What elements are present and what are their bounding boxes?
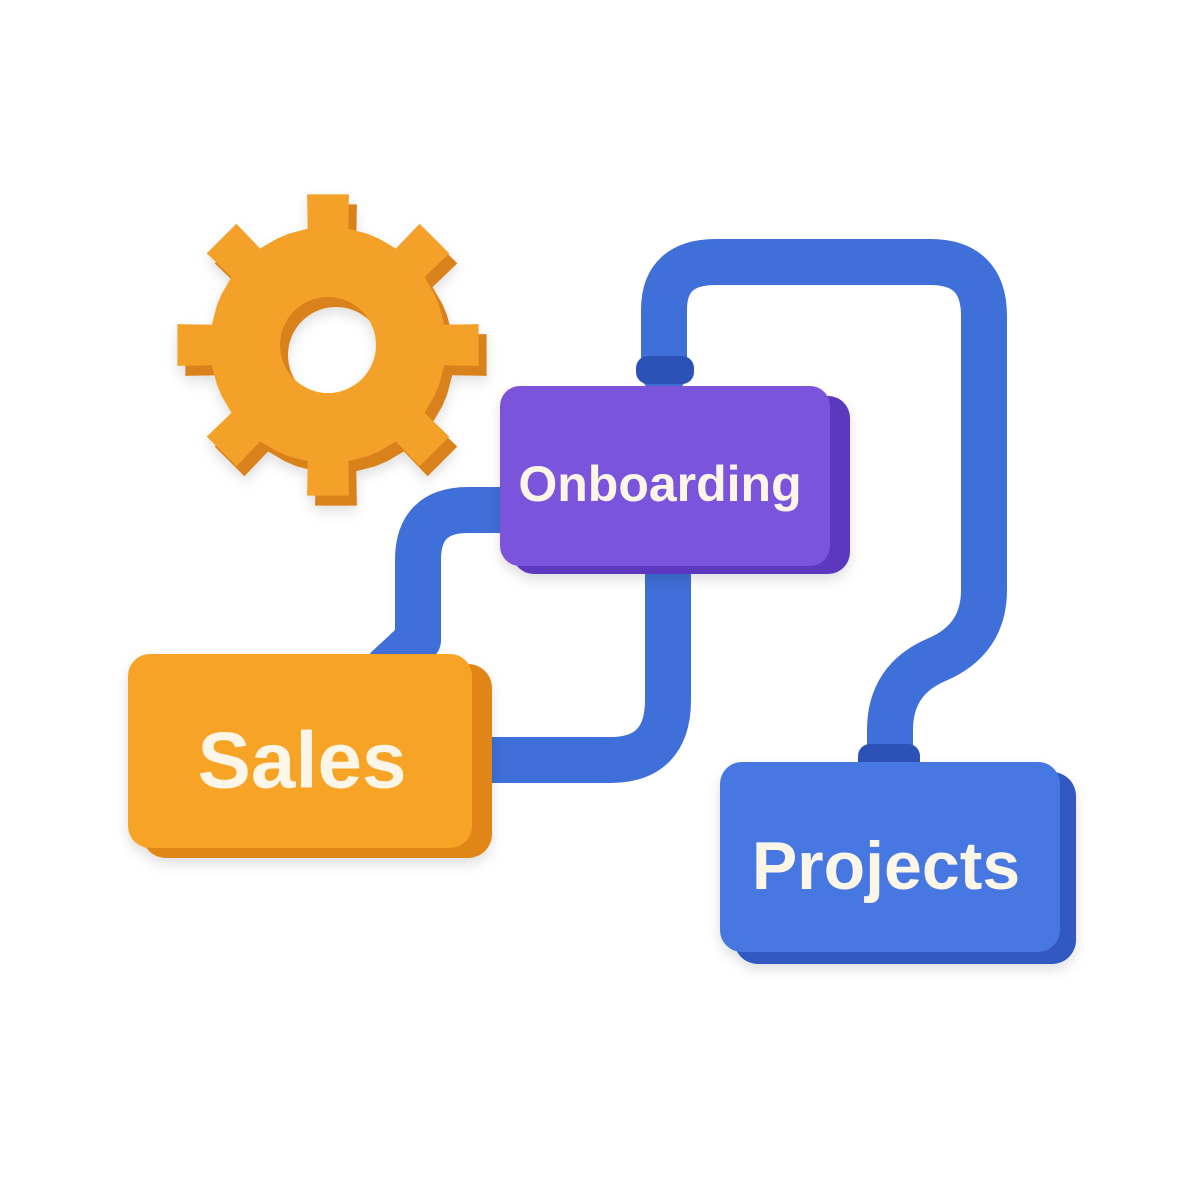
node-projects-body [720, 762, 1060, 952]
connector-sales-onboarding [365, 487, 543, 691]
connector-sales-onboarding-bottom [459, 549, 691, 783]
connector-onboarding-projects [641, 239, 1007, 781]
node-onboarding: Onboarding [500, 386, 850, 574]
collar-onboarding-top [636, 356, 694, 384]
node-sales: Sales [128, 654, 492, 858]
gear-body [177, 194, 479, 496]
node-projects: Projects [720, 762, 1076, 964]
node-onboarding-label: Onboarding [518, 456, 801, 512]
gear-icon [177, 194, 487, 506]
node-sales-body [128, 654, 472, 848]
connectors [365, 239, 1007, 783]
node-projects-label: Projects [752, 828, 1020, 904]
node-onboarding-body [500, 386, 830, 566]
node-sales-label: Sales [197, 716, 406, 805]
